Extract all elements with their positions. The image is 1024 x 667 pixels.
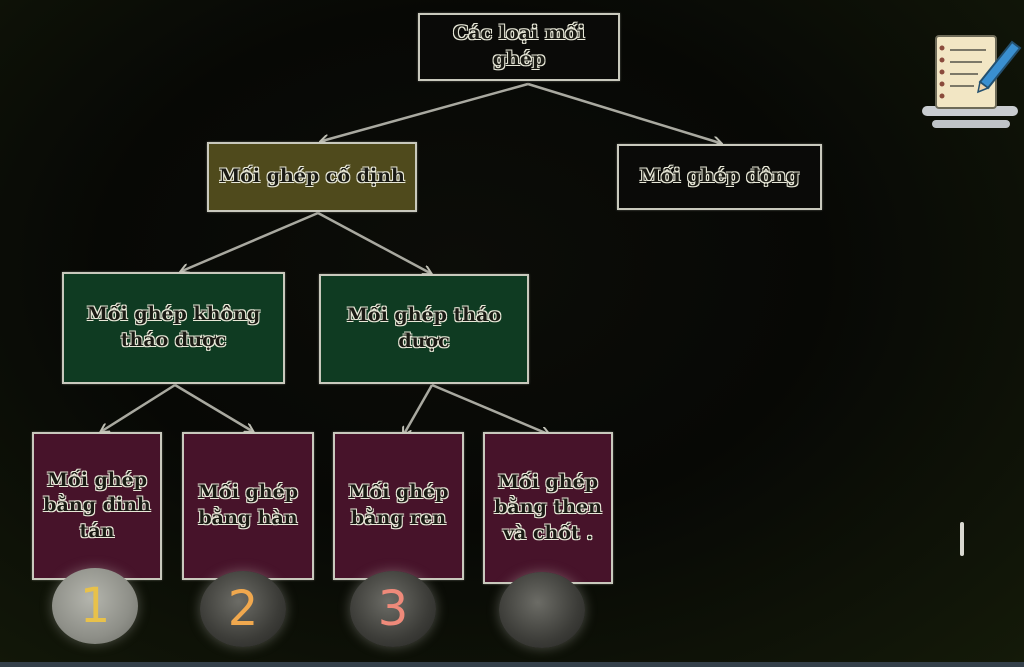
removable-joint-node: Mối ghép tháo được: [319, 274, 529, 384]
number-bubble-1[interactable]: 1: [52, 568, 138, 644]
rivet-joint-node: Mối ghép bằng đinh tán: [32, 432, 162, 580]
connector-nonremovable-weld: [174, 383, 252, 431]
weld-joint-node: Mối ghép bằng hàn: [182, 432, 314, 580]
connector-nonremovable-rivet: [102, 383, 176, 431]
key-pin-joint-node: Mối ghép bằng then và chốt .: [483, 432, 613, 584]
connector-removable-keypin: [431, 383, 548, 434]
fixed-joint-node: Mối ghép cố định: [207, 142, 417, 212]
notepad-pencil-icon[interactable]: [922, 30, 1022, 140]
moving-joint-node: Mối ghép động: [617, 144, 822, 210]
connector-root-fixed: [322, 82, 529, 141]
text-cursor-icon: [960, 522, 964, 556]
connector-root-moving: [527, 82, 720, 143]
number-bubble-4[interactable]: [499, 572, 585, 648]
thread-joint-node: Mối ghép bằng ren: [333, 432, 464, 580]
connector-fixed-nonremovable: [182, 211, 319, 271]
connector-removable-thread: [404, 384, 434, 434]
number-bubble-2[interactable]: 2: [200, 571, 286, 647]
bottom-edge-bar: [0, 662, 1024, 667]
root-node: Các loại mối ghép: [418, 13, 620, 81]
non-removable-joint-node: Mối ghép không tháo được: [62, 272, 285, 384]
connector-fixed-removable: [317, 211, 430, 273]
number-bubble-3[interactable]: 3: [350, 571, 436, 647]
